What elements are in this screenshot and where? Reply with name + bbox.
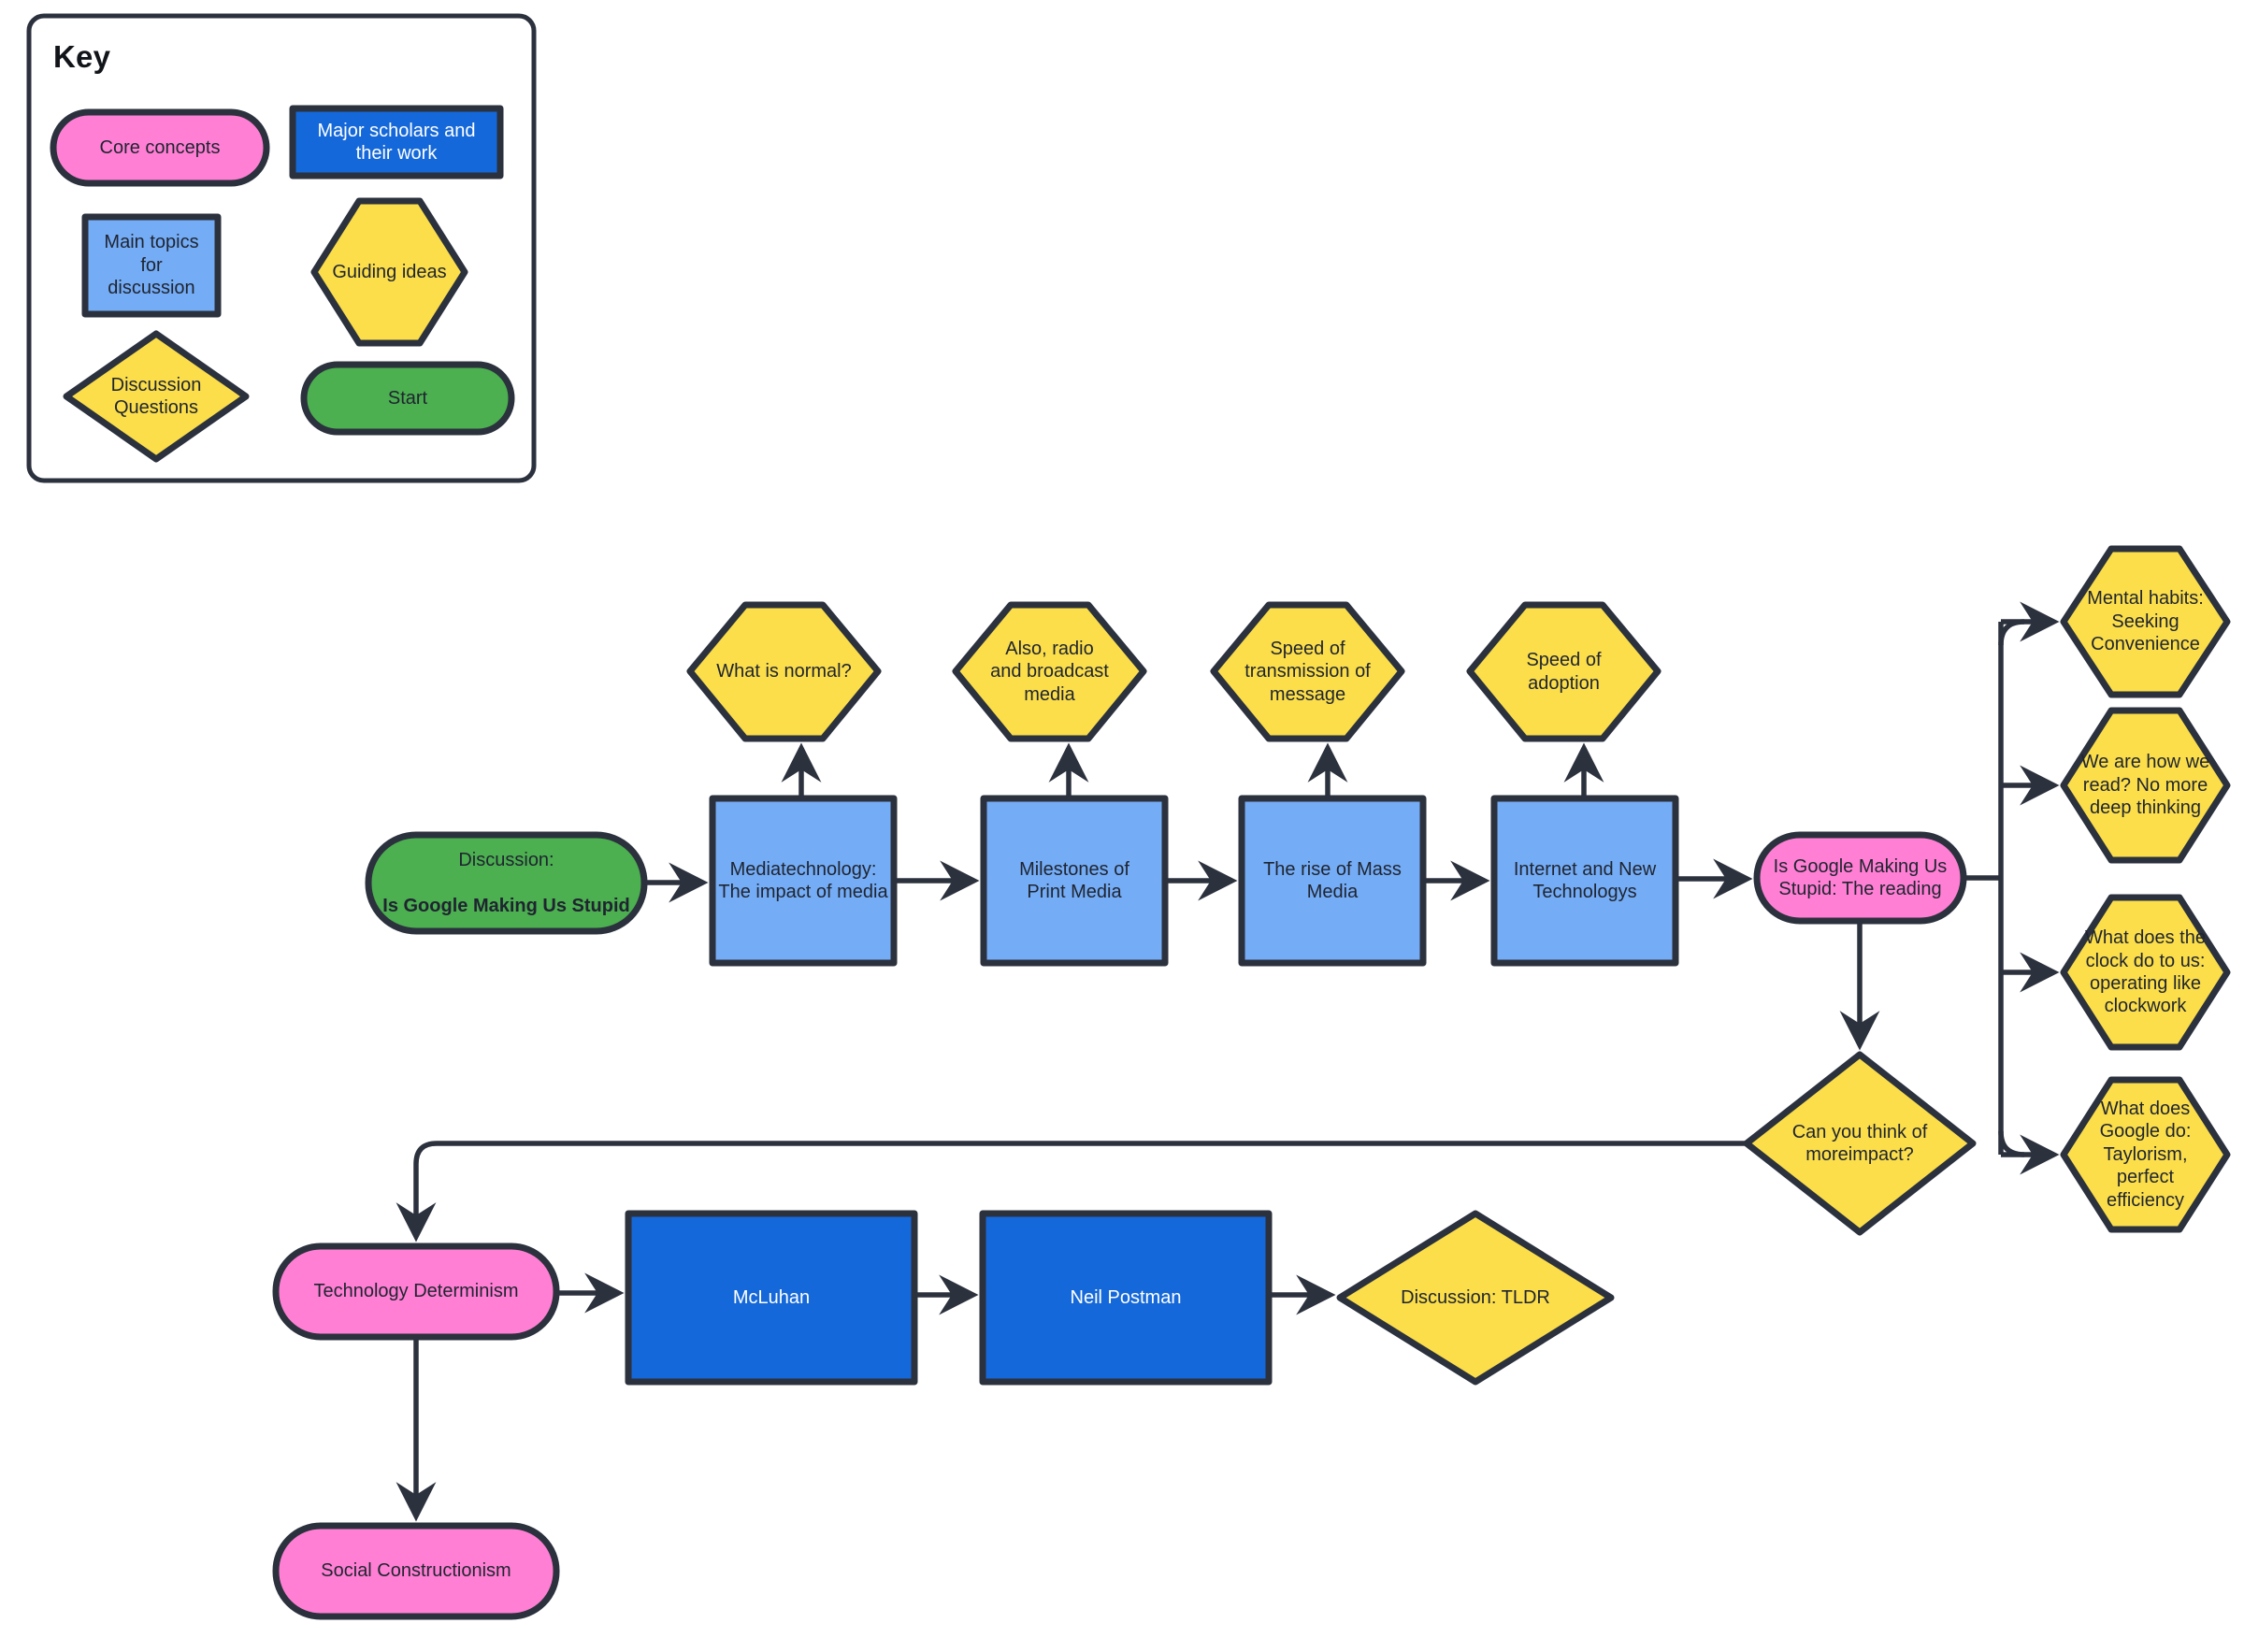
edge-more-impact-to-tech-determinism [396,1141,1747,1243]
shape-neil-postman [979,1210,1273,1386]
shape-reading-node [1753,831,1967,925]
shape-guiding-idea-3 [1466,601,1661,742]
key-panel [26,13,537,483]
shape-mcluhan [625,1210,918,1386]
key-shape-guiding-ideas [310,197,468,347]
edge-trunk-corner-bottom [1998,1130,2025,1157]
shape-main-topic-1 [980,795,1169,967]
shape-reading-branch-2 [2060,894,2231,1051]
shape-reading-branch-3 [2060,1076,2231,1233]
shape-main-topic-3 [1490,795,1679,967]
shape-social-constructionism [272,1522,560,1620]
shape-tldr-question [1336,1210,1615,1386]
shape-more-impact-question [1743,1051,1977,1236]
key-shape-discussion-questions [63,330,250,463]
key-shape-start [300,361,515,436]
shape-technology-determinism [272,1243,560,1341]
key-shape-core-concepts [50,108,270,187]
shape-reading-branch-1 [2060,707,2231,864]
shape-guiding-idea-0 [686,601,882,742]
key-shape-major-scholars [289,105,504,180]
shape-main-topic-0 [709,795,898,967]
shape-guiding-idea-2 [1210,601,1405,742]
shape-guiding-idea-1 [952,601,1147,742]
shape-reading-branch-0 [2060,545,2231,698]
key-title: Key [53,39,111,74]
edge-trunk-corner-top [1998,619,2025,646]
shape-start-discussion [365,831,648,935]
shape-main-topic-2 [1238,795,1427,967]
key-shape-main-topics [81,213,222,318]
